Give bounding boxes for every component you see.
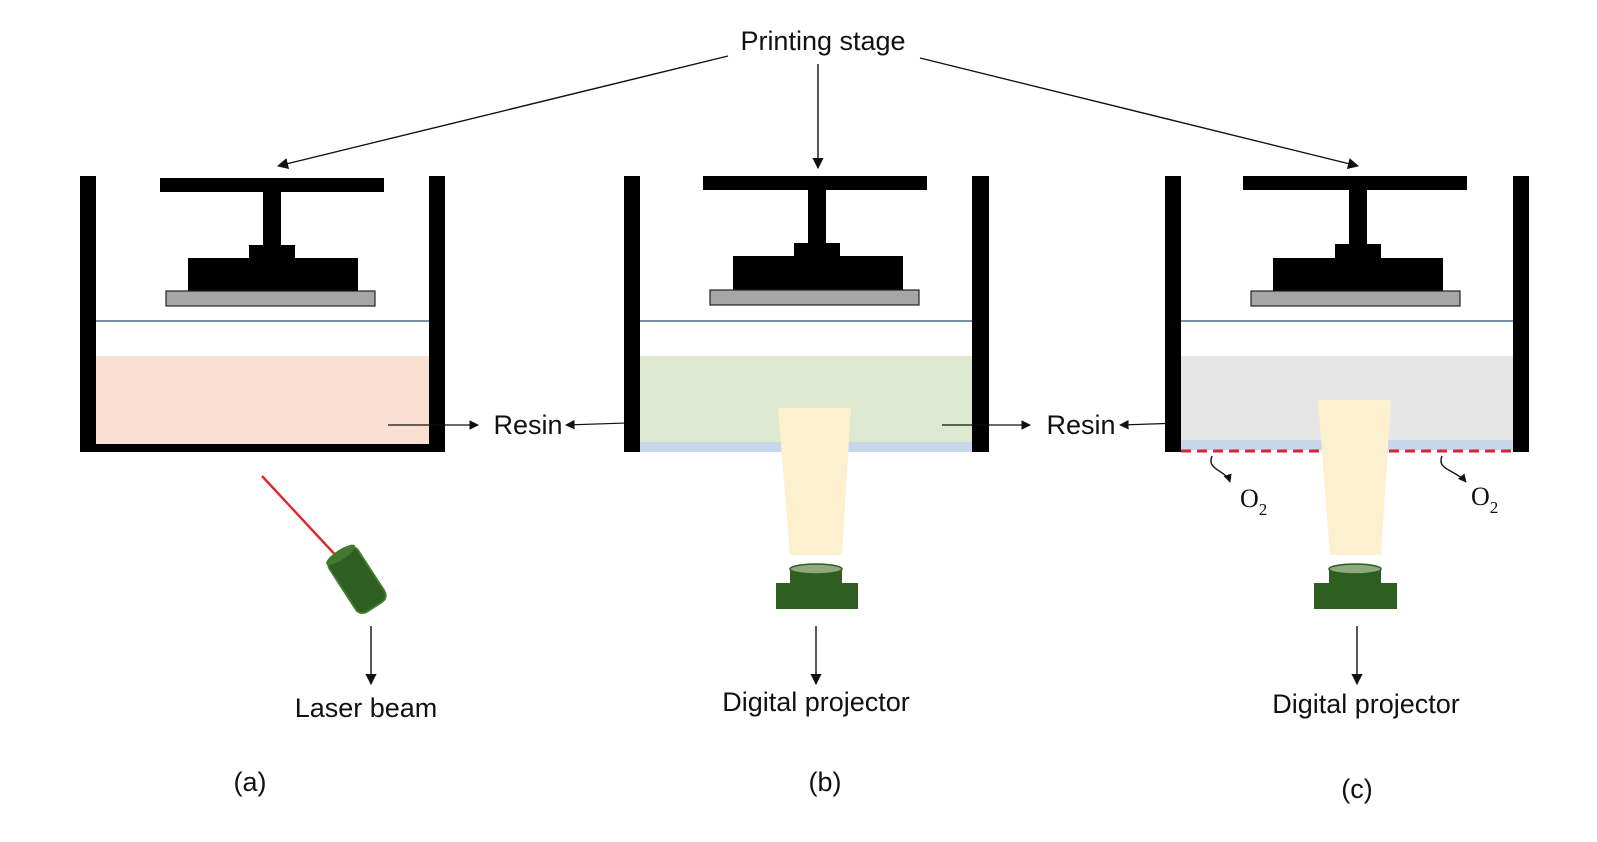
platform-block-a — [188, 258, 358, 291]
vat-wall-right-b — [972, 176, 989, 452]
platform-bar-a — [160, 178, 384, 192]
laser-diode-icon — [326, 544, 387, 615]
oxygen-label-left: O2 — [1240, 484, 1267, 519]
vat-wall-left-a — [80, 176, 96, 452]
laser-beam-ray — [261, 475, 341, 561]
printing-stage-arrow-c — [919, 57, 1360, 170]
panel-c: O2 O2 Digital projector (c) — [1165, 176, 1529, 804]
printing-stage-arrow-a — [276, 55, 729, 170]
resin-fill-a — [96, 356, 429, 446]
platform-neck-c — [1335, 244, 1381, 259]
vat-wall-left-b — [624, 176, 640, 452]
digital-projector-icon — [776, 563, 858, 609]
vat-bottom-a — [80, 444, 445, 452]
platform-neck-b — [794, 243, 840, 257]
platform-bar-c — [1243, 176, 1467, 190]
laser-beam-label: Laser beam — [295, 693, 438, 723]
vat-wall-right-a — [429, 176, 445, 452]
projector-c-label: Digital projector — [1272, 689, 1460, 719]
panel-b-label: (b) — [809, 767, 842, 797]
platform-shaft-a — [263, 192, 281, 247]
oxygen-arrow-right — [1440, 455, 1467, 483]
platform-bar-b — [703, 176, 927, 190]
light-cone-c — [1318, 400, 1391, 555]
panel-c-label: (c) — [1341, 774, 1372, 804]
oxygen-arrow-left — [1210, 455, 1232, 483]
vat-wall-right-c — [1513, 176, 1529, 452]
vat-wall-left-c — [1165, 176, 1181, 452]
build-plate-c — [1250, 290, 1461, 307]
panel-a-label: (a) — [234, 767, 267, 797]
resin-label-right: Resin — [1046, 410, 1115, 440]
platform-shaft-b — [808, 190, 826, 245]
platform-shaft-c — [1349, 190, 1367, 246]
build-plate-b — [709, 289, 920, 306]
oxygen-label-right: O2 — [1471, 482, 1498, 517]
platform-block-c — [1273, 258, 1443, 291]
resin-label-left: Resin — [493, 410, 562, 440]
build-plate-a — [165, 290, 376, 307]
projector-b-label: Digital projector — [722, 687, 910, 717]
platform-neck-a — [249, 245, 295, 259]
platform-block-b — [733, 256, 903, 290]
printing-stage-label: Printing stage — [740, 26, 905, 56]
panel-a: Laser beam (a) — [80, 176, 445, 797]
light-cone-b — [778, 408, 851, 555]
panel-b: Digital projector (b) — [624, 176, 989, 797]
digital-projector-icon — [1314, 563, 1397, 609]
